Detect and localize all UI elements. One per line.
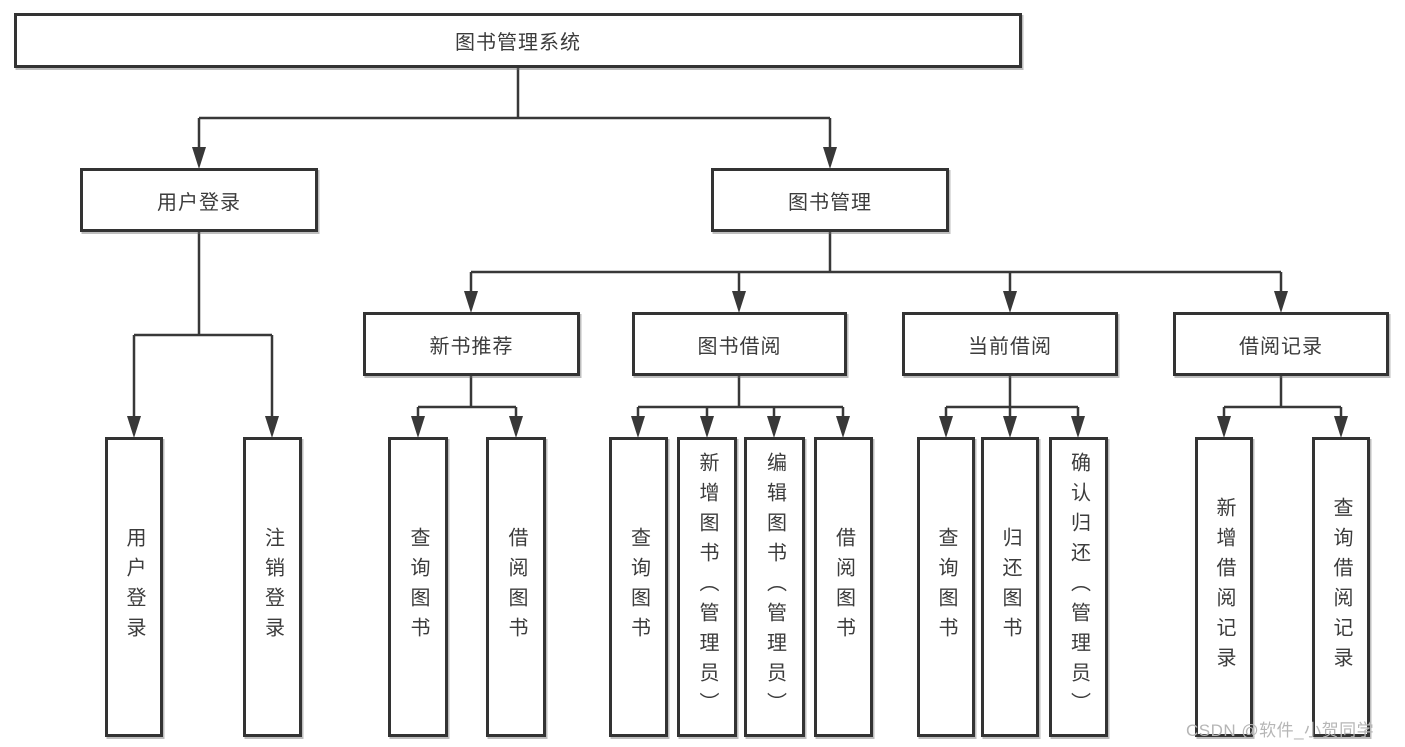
connector-root-to-level1	[192, 68, 837, 169]
node-current-borrow: 当前借阅	[902, 312, 1118, 376]
node-logout-action: 注销登录	[243, 437, 302, 737]
connector-bookborrow-to-children	[631, 376, 850, 438]
node-br-query-record: 查询借阅记录	[1312, 437, 1370, 737]
node-login-action: 用户登录	[105, 437, 163, 737]
node-bb-query-book: 查询图书	[609, 437, 668, 737]
node-bb-add-book-admin: 新增图书（管理员）	[677, 437, 737, 737]
node-nb-borrow-book: 借阅图书	[486, 437, 546, 737]
connector-currentborrow-to-children	[939, 376, 1085, 438]
node-bb-borrow-book: 借阅图书	[814, 437, 873, 737]
node-root: 图书管理系统	[14, 13, 1022, 68]
node-book-management: 图书管理	[711, 168, 949, 232]
node-book-borrow: 图书借阅	[632, 312, 847, 376]
node-cb-confirm-return-admin: 确认归还（管理员）	[1049, 437, 1108, 737]
node-bb-edit-book-admin: 编辑图书（管理员）	[744, 437, 805, 737]
node-nb-query-book: 查询图书	[388, 437, 448, 737]
connector-borrowrecords-to-children	[1217, 376, 1348, 438]
node-borrow-records: 借阅记录	[1173, 312, 1389, 376]
watermark: CSDN @软件_小贺同学	[1186, 721, 1375, 740]
connector-newbookrec-to-children	[411, 376, 523, 438]
node-new-book-recommend: 新书推荐	[363, 312, 580, 376]
node-cb-return-book: 归还图书	[981, 437, 1039, 737]
connector-userlogin-to-children	[127, 232, 279, 438]
connector-bookmgmt-to-level2	[464, 232, 1288, 313]
node-cb-query-book: 查询图书	[917, 437, 975, 737]
node-br-add-record: 新增借阅记录	[1195, 437, 1253, 737]
node-user-login: 用户登录	[80, 168, 318, 232]
